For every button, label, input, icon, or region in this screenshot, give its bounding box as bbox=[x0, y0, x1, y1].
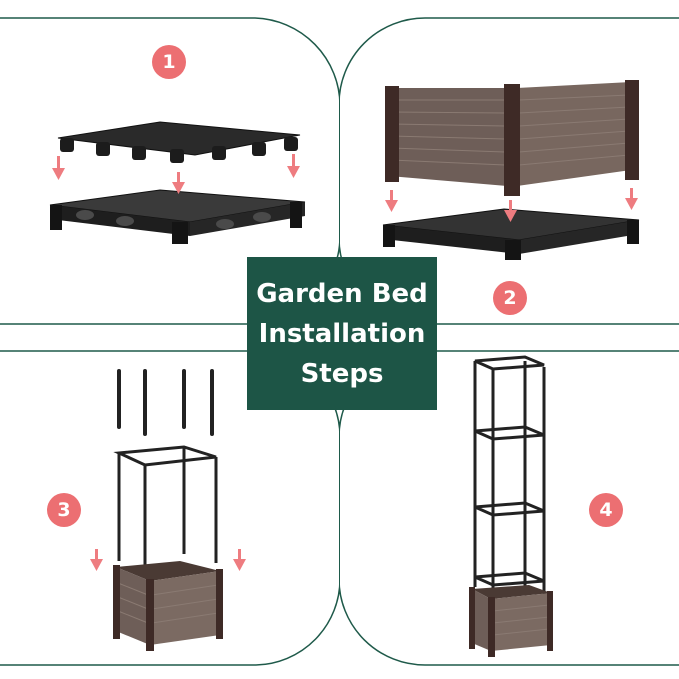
down-arrow-icon bbox=[52, 154, 300, 194]
step-3-panel: 3 bbox=[0, 339, 340, 679]
title-line-3: Steps bbox=[300, 358, 384, 389]
step-1-illustration bbox=[0, 17, 340, 325]
step-3-illustration bbox=[0, 350, 340, 666]
down-arrow-icon bbox=[385, 188, 638, 222]
step-1-badge: 1 bbox=[152, 45, 186, 79]
step-3-badge: 3 bbox=[47, 493, 81, 527]
title-card: Garden Bed Installation Steps bbox=[247, 257, 437, 410]
title-line-1: Garden Bed bbox=[256, 278, 428, 309]
step-2-badge: 2 bbox=[493, 281, 527, 315]
step-4-badge: 4 bbox=[589, 493, 623, 527]
title-line-2: Installation bbox=[258, 318, 426, 349]
step-2-panel: 2 bbox=[339, 0, 679, 340]
down-arrow-icon bbox=[90, 549, 246, 571]
step-1-panel: 1 bbox=[0, 0, 340, 340]
step-2-illustration bbox=[339, 17, 679, 325]
